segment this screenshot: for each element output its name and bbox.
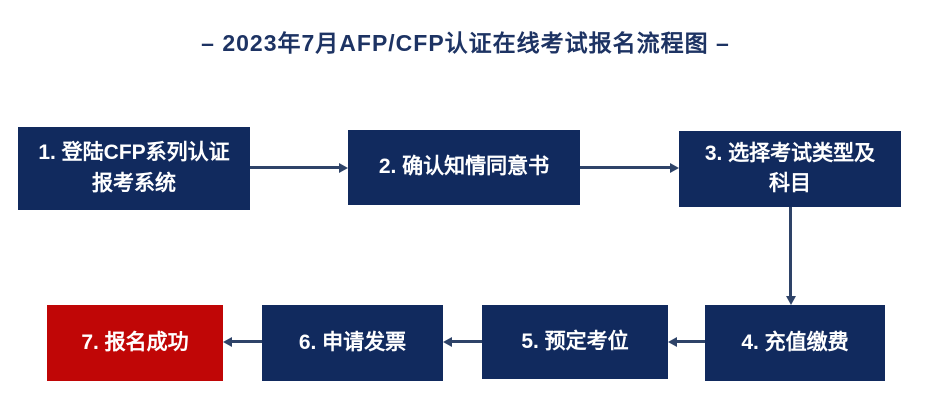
arrow-step5-to-step6-icon bbox=[452, 340, 482, 343]
flow-step-6: 6. 申请发票 bbox=[262, 305, 443, 381]
flow-step-7-success: 7. 报名成功 bbox=[47, 305, 223, 381]
flow-step-1: 1. 登陆CFP系列认证 报考系统 bbox=[18, 127, 250, 210]
flow-step-3: 3. 选择考试类型及 科目 bbox=[679, 131, 901, 207]
arrow-step4-to-step5-icon bbox=[677, 340, 705, 343]
flow-step-4: 4. 充值缴费 bbox=[705, 305, 885, 381]
flow-step-2: 2. 确认知情同意书 bbox=[348, 130, 580, 205]
arrow-step2-to-step3-icon bbox=[580, 166, 670, 169]
page-title: – 2023年7月AFP/CFP认证在线考试报名流程图 – bbox=[201, 30, 730, 56]
flow-step-5: 5. 预定考位 bbox=[482, 305, 668, 379]
arrow-step6-to-step7-icon bbox=[232, 340, 262, 343]
arrow-step1-to-step2-icon bbox=[250, 166, 339, 169]
arrow-step3-to-step4-icon bbox=[789, 207, 792, 296]
